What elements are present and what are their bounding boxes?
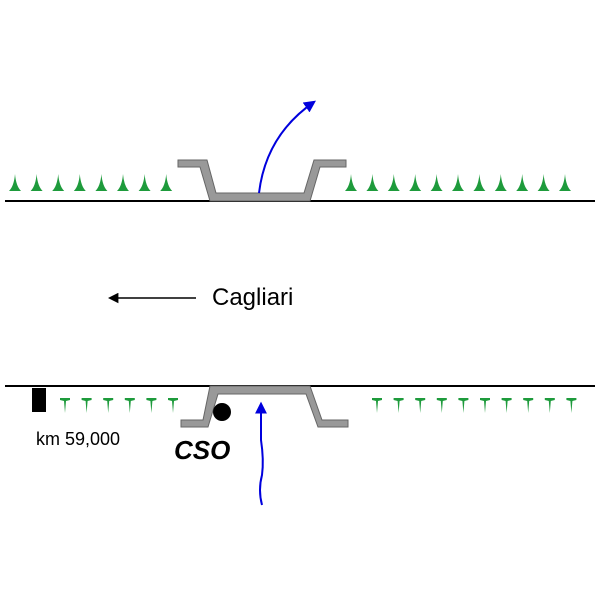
tree-icon	[81, 398, 92, 413]
exit-arrow-top	[258, 100, 316, 194]
tree-icon	[516, 174, 529, 191]
tree-icon	[480, 398, 490, 413]
tree-icon	[430, 174, 443, 191]
tree-icon	[345, 174, 357, 191]
tree-icon	[52, 174, 65, 191]
km-marker-label: km 59,000	[36, 429, 120, 449]
tree-icon	[501, 398, 512, 413]
tree-icon	[523, 398, 534, 413]
tree-rows	[9, 174, 577, 413]
km-marker-post	[32, 388, 46, 412]
tree-icon	[415, 398, 426, 413]
tree-icon	[387, 174, 400, 191]
station-code: CSO	[174, 435, 230, 465]
tree-icon	[160, 174, 173, 191]
tree-icon	[537, 174, 550, 191]
tree-icon	[409, 174, 422, 191]
tree-icon	[494, 174, 507, 191]
top-bridge	[177, 159, 347, 202]
tree-icon	[544, 398, 555, 413]
tree-icon	[566, 398, 577, 413]
tree-icon	[117, 174, 129, 191]
station-dot	[213, 403, 231, 421]
bottom-bridge	[180, 385, 349, 428]
tree-icon	[146, 398, 157, 413]
tree-icon	[393, 398, 404, 413]
tree-icon	[366, 174, 379, 191]
tree-icon	[124, 398, 135, 413]
tree-icon	[95, 174, 108, 191]
tree-icon	[60, 398, 70, 413]
tree-icon	[458, 398, 469, 413]
direction-label: Cagliari	[212, 284, 293, 311]
tree-icon	[30, 174, 43, 191]
tree-icon	[436, 398, 447, 413]
tree-icon	[73, 174, 86, 191]
entry-arrow-bottom	[255, 401, 267, 506]
tree-icon	[103, 398, 114, 413]
tree-icon	[452, 174, 464, 191]
tree-icon	[138, 174, 151, 191]
tree-icon	[9, 174, 21, 191]
tree-icon	[372, 398, 382, 413]
tree-icon	[168, 398, 178, 413]
tree-icon	[473, 174, 486, 191]
tree-icon	[559, 174, 571, 191]
